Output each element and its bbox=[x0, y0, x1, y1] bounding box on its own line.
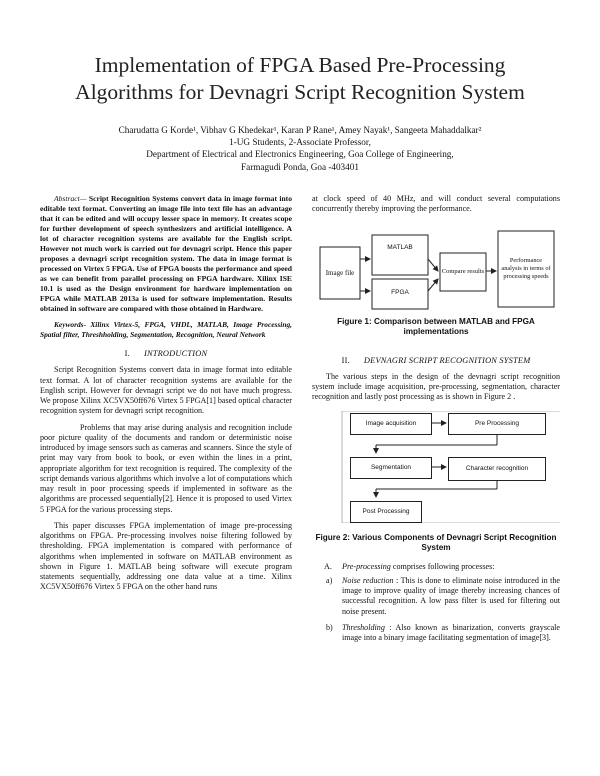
figure-1-performance-box: Performance analysis in terms of process… bbox=[501, 256, 551, 280]
affiliation-department: Department of Electrical and Electronics… bbox=[146, 149, 454, 160]
abstract: Abstract— Script Recognition Systems con… bbox=[40, 194, 292, 314]
intro-paragraph-4: at clock speed of 40 MHz, and will condu… bbox=[312, 194, 560, 214]
figure-1-compare-box: Compare results bbox=[441, 267, 485, 275]
figure-2-segmentation-box: Segmentation bbox=[350, 456, 432, 479]
section-heading-introduction: I. INTRODUCTION bbox=[40, 349, 292, 359]
figure-2-character-recognition-box: Character recognition bbox=[448, 456, 546, 481]
affiliation-address: Farmagudi Ponda, Goa -403401 bbox=[241, 161, 359, 172]
section-heading-system: II. DEVNAGRI SCRIPT RECOGNITION SYSTEM bbox=[312, 356, 560, 366]
figure-2-diagram bbox=[341, 410, 560, 523]
abstract-lead: Abstract— bbox=[54, 194, 87, 203]
list-item-noise-reduction: a) Noise reduction : This is done to elim… bbox=[312, 576, 560, 617]
list-item-preprocessing: A. Pre-processing comprises following pro… bbox=[312, 562, 560, 572]
figure-2-preprocessing-box: Pre Processing bbox=[448, 412, 546, 435]
section-number: I. bbox=[124, 349, 130, 359]
author-names: Charudatta G Korde¹, Vibhav G Khedekar¹,… bbox=[118, 125, 482, 135]
figure-1: Image file MATLAB FPGA Compare results P… bbox=[312, 221, 560, 313]
list-text: comprises following processes: bbox=[390, 561, 495, 571]
figure-2: Image acquisition Pre Processing Segment… bbox=[312, 410, 560, 523]
keywords: Keywords- Xilinx Virtex-5, FPGA, VHDL, M… bbox=[40, 320, 292, 339]
title-line-1: Implementation of FPGA Based Pre-Process… bbox=[94, 53, 506, 77]
figure-2-post-processing-box: Post Processing bbox=[350, 500, 422, 523]
figure-1-image-file-box: Image file bbox=[325, 268, 355, 277]
intro-paragraph-1: Script Recognition Systems convert data … bbox=[40, 365, 292, 416]
author-block: Charudatta G Korde¹, Vibhav G Khedekar¹,… bbox=[40, 124, 560, 173]
list-text: : This is done to eliminate noise introd… bbox=[342, 575, 560, 616]
list-label: b) bbox=[326, 622, 333, 632]
figure-1-matlab-box: MATLAB bbox=[387, 243, 413, 251]
figure-2-acquisition-box: Image acquisition bbox=[350, 412, 432, 435]
list-term: Noise reduction bbox=[342, 575, 394, 585]
left-column: Abstract— Script Recognition Systems con… bbox=[40, 194, 292, 593]
section-title: DEVNAGRI SCRIPT RECOGNITION SYSTEM bbox=[363, 355, 531, 365]
list-term: Pre-processing bbox=[342, 561, 391, 571]
list-label: A. bbox=[324, 561, 332, 571]
list-text: : Also known as binarization, converts g… bbox=[342, 622, 560, 642]
list-label: a) bbox=[326, 575, 333, 585]
affiliation-roles: 1-UG Students, 2-Associate Professor, bbox=[229, 137, 371, 148]
system-paragraph-1: The various steps in the design of the d… bbox=[312, 371, 560, 402]
intro-paragraph-2: Problems that may arise during analysis … bbox=[40, 422, 292, 514]
figure-2-caption: Figure 2: Various Components of Devnagri… bbox=[315, 532, 557, 553]
list-term: Thresholding bbox=[342, 622, 385, 632]
section-title: INTRODUCTION bbox=[143, 349, 208, 359]
list-item-thresholding: b) Thresholding : Also known as binarizat… bbox=[312, 623, 560, 644]
paper-title: Implementation of FPGA Based Pre-Process… bbox=[40, 52, 560, 106]
title-line-2: Algorithms for Devnagri Script Recogniti… bbox=[75, 80, 525, 104]
figure-1-diagram bbox=[319, 230, 555, 309]
figure-1-fpga-box: FPGA bbox=[391, 288, 409, 296]
intro-paragraph-3: This paper discusses FPGA implementation… bbox=[40, 520, 292, 592]
figure-1-caption: Figure 1: Comparison between MATLAB and … bbox=[337, 316, 535, 337]
right-column: at clock speed of 40 MHz, and will condu… bbox=[312, 194, 560, 643]
section-number: II. bbox=[341, 355, 350, 365]
abstract-body: Script Recognition Systems convert data … bbox=[40, 194, 292, 313]
